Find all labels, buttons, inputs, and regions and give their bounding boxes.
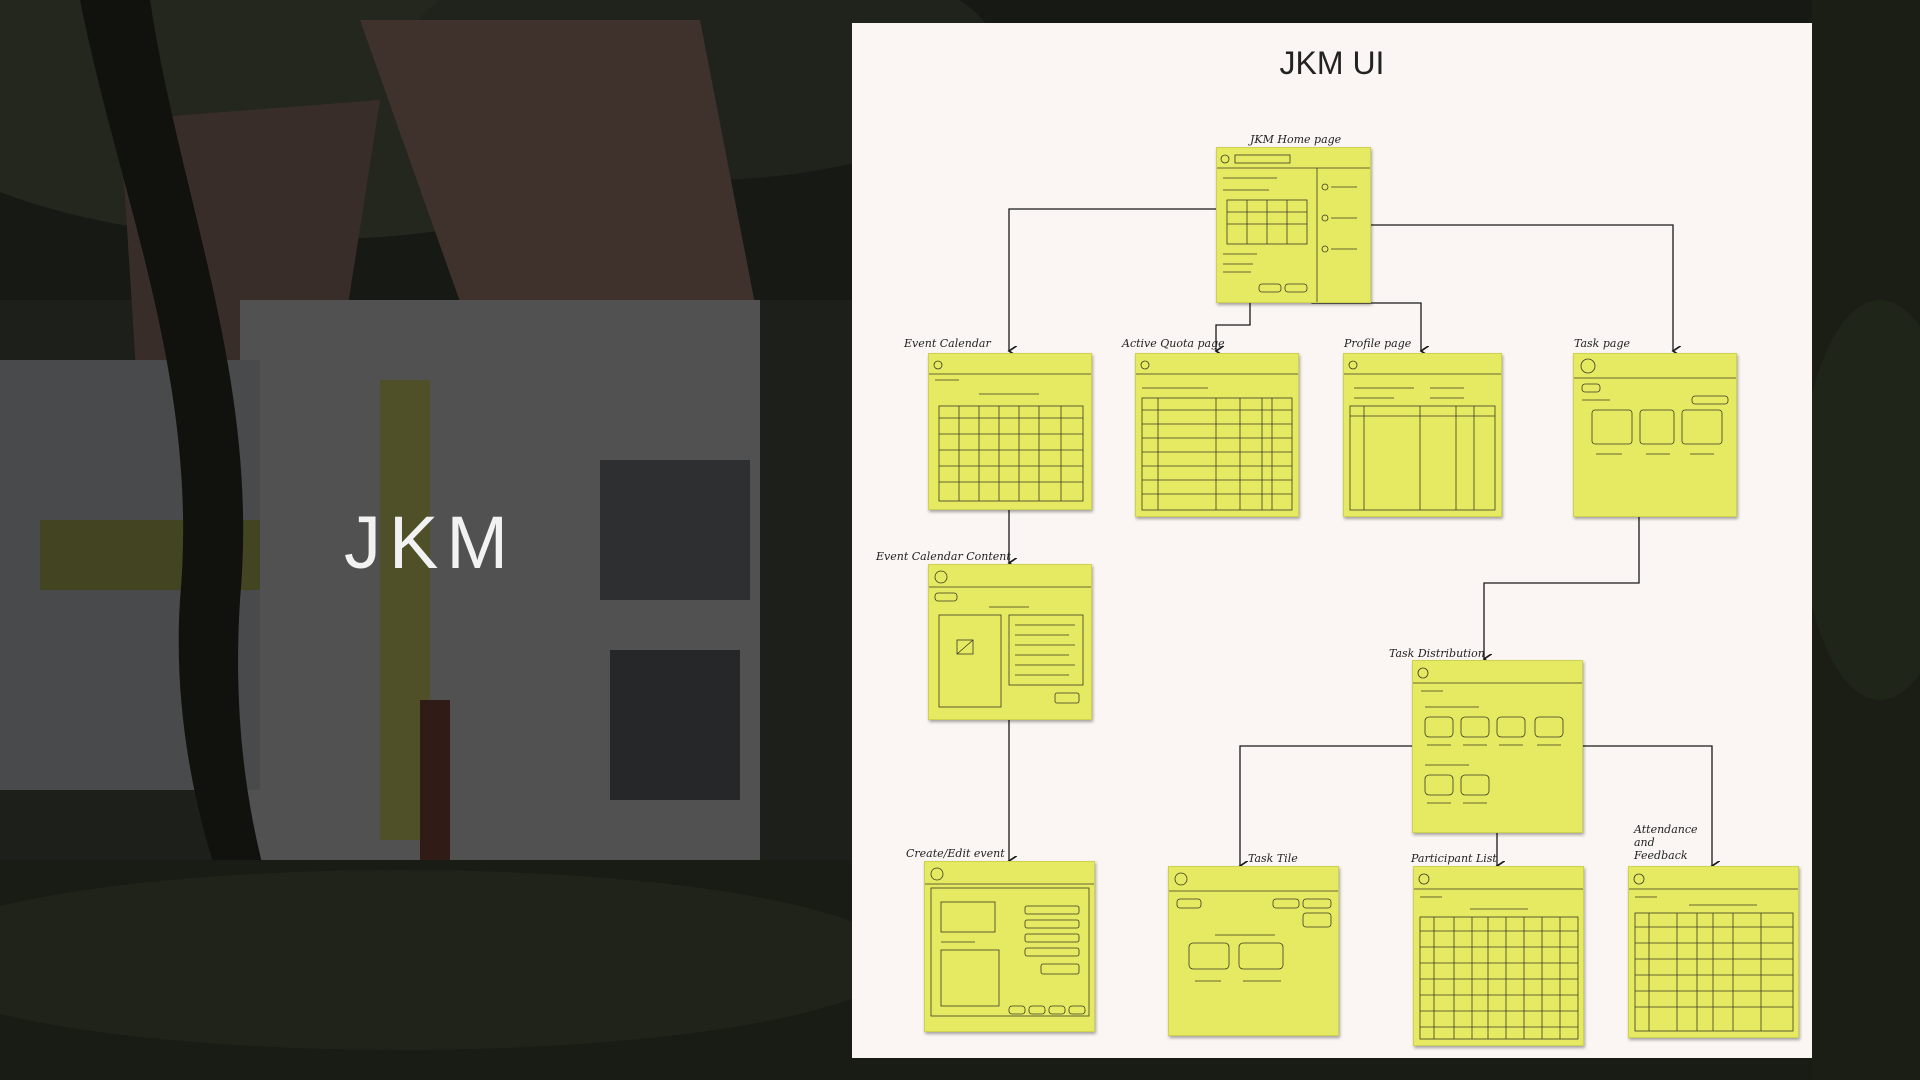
label-task-distribution: Task Distribution xyxy=(1389,647,1485,660)
note-task xyxy=(1573,353,1737,517)
note-task-distribution xyxy=(1412,660,1583,833)
connector-home-active-quota xyxy=(1216,301,1251,351)
connectors xyxy=(852,208,1812,1058)
note-profile xyxy=(1343,353,1502,517)
label-create-edit-event: Create/Edit event xyxy=(906,847,1005,860)
label-participant-list: Participant List xyxy=(1411,852,1497,865)
connector-distribution-attendance xyxy=(1581,745,1712,866)
label-event-calendar-content: Event Calendar Content xyxy=(876,550,1011,563)
connector-distribution-tile xyxy=(1240,745,1412,866)
label-active-quota: Active Quota page xyxy=(1122,337,1225,350)
label-profile: Profile page xyxy=(1344,337,1412,350)
label-attendance-feedback: Attendance and Feedback xyxy=(1634,823,1698,862)
label-event-calendar: Event Calendar xyxy=(904,337,991,350)
note-task-tile xyxy=(1168,866,1339,1036)
note-home-page xyxy=(1216,147,1371,303)
label-task: Task page xyxy=(1574,337,1630,350)
connector-task-distribution xyxy=(1484,515,1640,659)
panel-title: JKM UI xyxy=(1279,45,1385,81)
note-event-calendar-content xyxy=(928,564,1092,720)
note-participant-list xyxy=(1413,866,1584,1046)
note-attendance-feedback xyxy=(1628,866,1799,1038)
diagram-panel: JKM UI xyxy=(852,23,1812,1058)
background-title: JKM xyxy=(344,501,516,584)
label-task-tile: Task Tile xyxy=(1248,852,1298,865)
note-event-calendar xyxy=(928,353,1092,510)
note-create-edit-event xyxy=(924,861,1095,1032)
label-home: JKM Home page xyxy=(1250,133,1342,146)
note-active-quota xyxy=(1135,353,1299,517)
connector-home-event-calendar xyxy=(1009,208,1216,351)
connector-home-task xyxy=(1369,224,1673,351)
